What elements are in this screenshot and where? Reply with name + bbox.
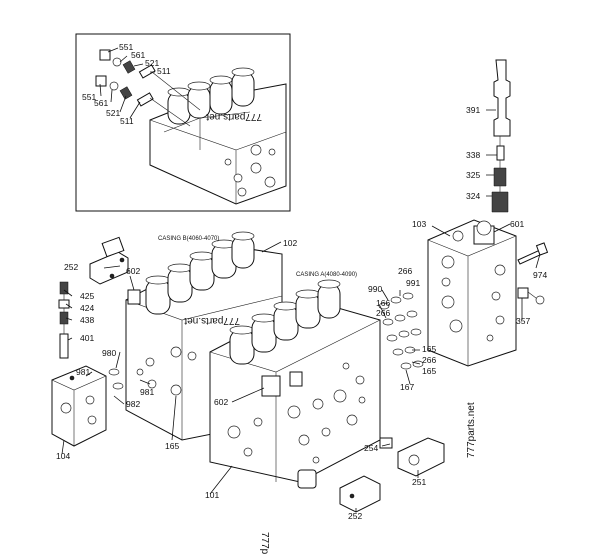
label-101: 101 (205, 490, 219, 500)
detail-inset (75, 33, 291, 212)
label-561-top: 561 (131, 50, 145, 60)
label-561-mid: 561 (94, 98, 108, 108)
label-990: 990 (368, 284, 382, 294)
label-165-bottom: 165 (422, 366, 436, 376)
label-casing-b: CASING B(4060-4070) (158, 236, 219, 242)
label-104: 104 (56, 451, 70, 461)
label-551-top: 551 (119, 42, 133, 52)
watermark-bottom: 777p (259, 532, 270, 555)
label-980: 980 (102, 348, 116, 358)
label-251: 251 (412, 477, 426, 487)
label-981-right: 981 (140, 387, 154, 397)
label-357: 357 (516, 316, 530, 326)
spool-assembly (491, 59, 511, 213)
label-324: 324 (466, 191, 480, 201)
label-266-mid: 266 (376, 308, 390, 318)
label-266-bottom: 266 (422, 355, 436, 365)
label-424: 424 (80, 303, 94, 313)
label-254: 254 (364, 443, 378, 453)
label-602-top: 602 (126, 266, 140, 276)
label-casing-a: CASING A(4080-4090) (296, 272, 357, 278)
label-103: 103 (412, 219, 426, 229)
label-165-left: 165 (165, 441, 179, 451)
solenoid-valve-252-top (89, 236, 129, 285)
cover-block-103 (427, 219, 549, 367)
label-167: 167 (400, 382, 414, 392)
watermarks: 777parts.net 777parts.net 777parts.net 7… (184, 111, 477, 555)
label-266-top: 266 (398, 266, 412, 276)
label-521-mid: 521 (106, 108, 120, 118)
solenoid-valves-bottom (339, 437, 445, 513)
label-511-top: 511 (157, 66, 171, 76)
label-521-top: 521 (145, 58, 159, 68)
label-981-left: 981 (76, 367, 90, 377)
label-252-bottom: 252 (348, 511, 362, 521)
leader-lines (61, 47, 541, 512)
casing-a-block-101 (209, 279, 381, 489)
watermark-center: 777parts.net (184, 315, 240, 326)
label-166: 166 (376, 298, 390, 308)
label-438: 438 (80, 315, 94, 325)
fittings-left (58, 281, 141, 359)
label-401: 401 (80, 333, 94, 343)
label-391: 391 (466, 105, 480, 115)
label-602-bottom: 602 (214, 397, 228, 407)
label-551-mid: 551 (82, 92, 96, 102)
label-991: 991 (406, 278, 420, 288)
label-425: 425 (80, 291, 94, 301)
watermark-right: 777parts.net (466, 402, 477, 458)
label-325: 325 (466, 170, 480, 180)
label-601: 601 (510, 219, 524, 229)
label-974: 974 (533, 270, 547, 280)
cover-104 (51, 365, 124, 447)
label-982: 982 (126, 399, 140, 409)
label-252-top: 252 (64, 262, 78, 272)
label-102: 102 (283, 238, 297, 248)
part-labels: 551 561 521 511 551 561 521 511 391 338 … (56, 42, 547, 521)
label-165-mid: 165 (422, 344, 436, 354)
label-511-mid: 511 (120, 116, 134, 126)
label-338: 338 (466, 150, 480, 160)
watermark-inset: 777parts.net (206, 111, 262, 122)
